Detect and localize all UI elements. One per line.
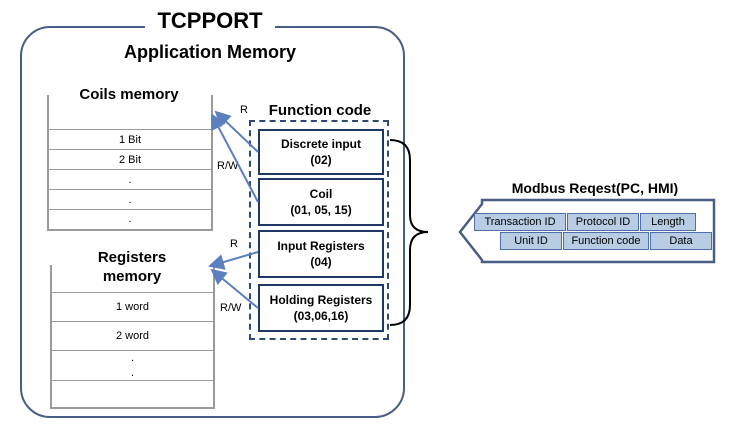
field-data: Data [650, 232, 712, 250]
function-codes: (04) [310, 255, 332, 269]
coils-row-3: . [49, 169, 211, 189]
function-codes: (02) [310, 153, 332, 167]
registers-row-4: . [130, 366, 135, 379]
arrow-coil-to-coils [211, 113, 259, 203]
function-holding-registers: Holding Registers (03,06,16) [258, 284, 384, 332]
registers-row-3: . [52, 350, 213, 365]
arrow-label-r-registers: R [230, 238, 238, 250]
function-name: Holding Registers [269, 293, 373, 307]
function-code-title: Function code [262, 102, 378, 120]
field-protocol-id: Protocol ID [567, 213, 639, 231]
tcpport-title: TCPPORT [145, 6, 275, 36]
coils-memory-table: 1 Bit 2 Bit . . . [47, 95, 213, 231]
function-name: Coil [309, 187, 333, 201]
function-name: Discrete input [280, 137, 361, 151]
field-unit-id: Unit ID [500, 232, 562, 250]
arrow-label-rw-registers: R/W [220, 302, 242, 314]
arrow-holding-to-registers [210, 268, 259, 309]
function-name: Input Registers [277, 239, 365, 253]
registers-memory-label: Registers memory [88, 248, 176, 286]
coils-memory-label: Coils memory [70, 86, 188, 104]
function-codes: (03,06,16) [293, 309, 349, 323]
registers-memory-table: 1 word 2 word . . [50, 265, 215, 409]
function-code-group [249, 120, 389, 340]
registers-row-1: 1 word [52, 292, 213, 321]
field-transaction-id: Transaction ID [474, 213, 566, 231]
field-length: Length [640, 213, 696, 231]
arrow-input-to-registers [208, 251, 259, 270]
arrow-label-r-coils: R [240, 104, 248, 116]
coils-row-2: 2 Bit [49, 149, 211, 169]
function-input-registers: Input Registers (04) [258, 230, 384, 278]
arrow-discrete-to-coils [214, 110, 259, 153]
function-coil: Coil (01, 05, 15) [258, 178, 384, 226]
coils-row-5: . [49, 209, 211, 227]
function-codes: (01, 05, 15) [290, 203, 352, 217]
function-discrete-input: Discrete input (02) [258, 129, 384, 175]
coils-row-4: . [49, 189, 211, 209]
registers-row-2: 2 word [52, 321, 213, 350]
modbus-request-title: Modbus Reqest(PC, HMI) [511, 180, 679, 196]
curly-brace [389, 139, 429, 326]
arrow-label-rw-coils: R/W [217, 160, 239, 172]
coils-row-1: 1 Bit [49, 129, 211, 149]
field-function-code: Function code [563, 232, 649, 250]
application-memory-label: Application Memory [123, 42, 297, 62]
modbus-arrow-shape [458, 198, 716, 264]
